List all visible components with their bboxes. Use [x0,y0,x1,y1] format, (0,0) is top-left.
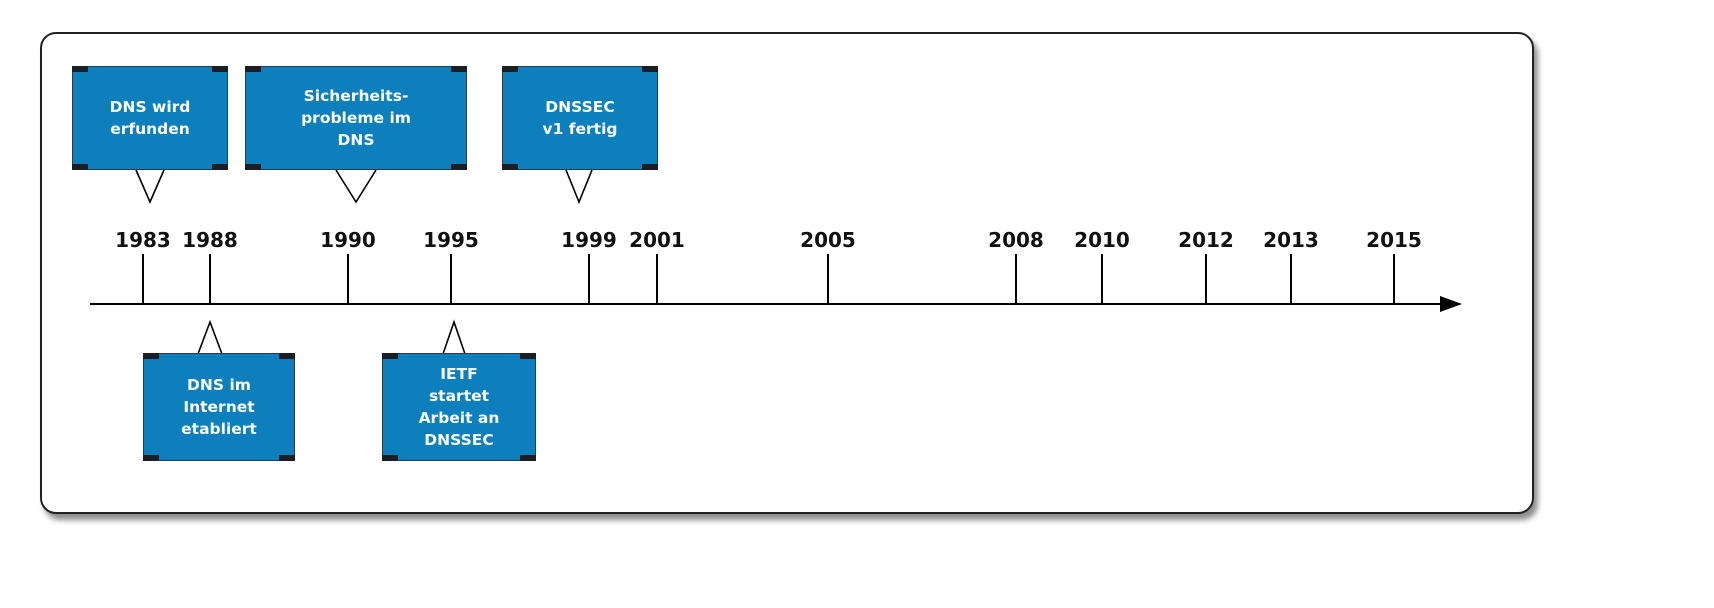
year-label-2013: 2013 [1263,228,1319,252]
year-label-2008: 2008 [988,228,1044,252]
pointer-1988 [197,319,223,355]
event-label: DNSSEC v1 fertig [542,98,618,138]
year-label-2005: 2005 [800,228,856,252]
event-dns-internet: DNS im Internet etabliert [143,353,295,461]
event-label: Sicherheits- probleme im DNS [301,87,411,149]
pointer-1995 [442,319,466,355]
timeline-arrowhead [1440,296,1462,312]
year-label-2015: 2015 [1366,228,1422,252]
year-label-2010: 2010 [1074,228,1130,252]
year-label-2012: 2012 [1178,228,1234,252]
year-label-1999: 1999 [561,228,617,252]
year-label-1983: 1983 [115,228,171,252]
pointer-1990 [335,169,377,204]
year-label-2001: 2001 [629,228,685,252]
year-label-1995: 1995 [423,228,479,252]
event-ietf-start: IETF startet Arbeit an DNSSEC [382,353,536,461]
pointer-1983 [135,169,165,204]
event-label: DNS im Internet etabliert [181,376,257,438]
pointer-1999 [565,169,593,205]
event-dnssec-v1: DNSSEC v1 fertig [502,66,658,170]
event-security-issues: Sicherheits- probleme im DNS [245,66,467,170]
year-label-1988: 1988 [182,228,238,252]
year-label-1990: 1990 [320,228,376,252]
tick-group [142,254,1395,304]
event-label: DNS wird erfunden [109,98,191,138]
event-dns-invented: DNS wird erfunden [72,66,228,170]
event-label: IETF startet Arbeit an DNSSEC [418,365,500,449]
